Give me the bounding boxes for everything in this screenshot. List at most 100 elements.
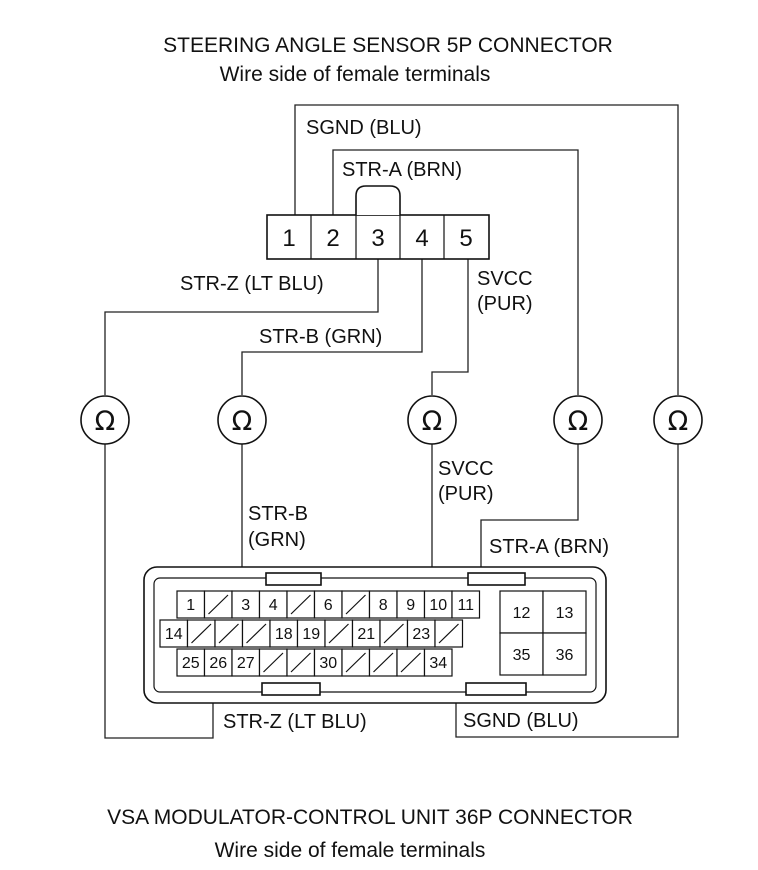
label-strb-top: STR-B (GRN) [259, 326, 382, 348]
vsa-terminal-3: 3 [241, 597, 250, 614]
vsa-empty-slot-mark [373, 652, 394, 673]
vsa-empty-slot-mark [383, 623, 404, 644]
vsa-terminal-cell [368, 590, 398, 619]
wire-stra-lower [480, 444, 579, 596]
vsa-empty-slot-mark [246, 623, 267, 644]
bottom-subtitle: Wire side of female terminals [215, 839, 486, 862]
top-title: STEERING ANGLE SENSOR 5P CONNECTOR [163, 34, 613, 57]
vsa-tab-top-left [265, 572, 322, 586]
vsa-empty-slot-mark [218, 623, 239, 644]
vsa-tab-bottom-left [261, 682, 321, 696]
label-strb-bot-2: (GRN) [248, 529, 306, 551]
ohmmeter-sgnd: Ω [653, 395, 703, 445]
label-svcc-bot-2: (PUR) [438, 483, 494, 505]
vsa-terminal-8: 8 [379, 597, 388, 614]
vsa-terminal-11: 11 [457, 597, 474, 614]
ohmmeter-stra: Ω [553, 395, 603, 445]
sensor-pin-5: 5 [459, 225, 472, 252]
vsa-terminal-27: 27 [237, 655, 255, 672]
vsa-terminal-35: 35 [513, 647, 531, 664]
vsa-terminal-23: 23 [412, 626, 430, 643]
vsa-tab-top-right [467, 572, 526, 586]
sensor-5p-connector: 1 2 3 4 5 [266, 185, 490, 260]
vsa-terminal-cell [313, 648, 343, 677]
vsa-empty-slot-mark [345, 652, 366, 673]
sensor-pin-dividers [310, 215, 445, 259]
label-strb-bot-1: STR-B [248, 503, 308, 525]
ohmmeters: Ω Ω Ω Ω Ω [80, 395, 703, 445]
vsa-terminal-10: 10 [429, 597, 447, 614]
ohm-symbol-strz: Ω [95, 406, 116, 437]
vsa-empty-slot-mark [263, 652, 284, 673]
vsa-terminal-13: 13 [556, 605, 574, 622]
vsa-terminal-cell [176, 648, 206, 677]
ohm-symbol-sgnd: Ω [668, 406, 689, 437]
vsa-terminal-cell [423, 648, 453, 677]
wire-svcc [431, 258, 469, 395]
vsa-terminal-30: 30 [319, 655, 337, 672]
vsa-terminal-6: 6 [324, 597, 333, 614]
label-sgnd-bot: SGND (BLU) [463, 710, 579, 732]
ohm-symbol-svcc: Ω [422, 406, 443, 437]
ohm-symbol-strb: Ω [232, 406, 253, 437]
vsa-terminal-cell [231, 590, 261, 619]
vsa-large-terminal-cell [542, 632, 587, 676]
ohmmeter-strb: Ω [217, 395, 267, 445]
label-svcc-bot-1: SVCC [438, 458, 494, 480]
vsa-terminal-12: 12 [513, 605, 531, 622]
vsa-large-terminal-cell [499, 632, 544, 676]
vsa-terminal-4: 4 [269, 597, 278, 614]
vsa-terminal-cell [313, 590, 343, 619]
vsa-empty-slot-mark [438, 623, 459, 644]
vsa-empty-slot-mark [290, 594, 311, 615]
wire-stra [332, 149, 579, 395]
sensor-pin-4: 4 [415, 225, 428, 252]
wire-sgnd-lower [455, 444, 679, 738]
label-stra-top: STR-A (BRN) [342, 159, 462, 181]
ohmmeter-svcc: Ω [407, 395, 457, 445]
wire-strz [104, 258, 379, 395]
vsa-terminal-cell [176, 590, 206, 619]
vsa-empty-slot-mark [345, 594, 366, 615]
vsa-empty-slot-mark [191, 623, 212, 644]
vsa-tab-bottom-right [465, 682, 527, 696]
wire-sgnd [294, 104, 679, 395]
vsa-terminal-9: 9 [406, 597, 415, 614]
label-stra-bot: STR-A (BRN) [489, 536, 609, 558]
vsa-terminal-1: 1 [186, 597, 195, 614]
vsa-terminal-cell [159, 619, 189, 648]
vsa-terminal-21: 21 [357, 626, 375, 643]
vsa-terminal-19: 19 [302, 626, 320, 643]
vsa-terminal-34: 34 [429, 655, 447, 672]
sensor-pin-3: 3 [371, 225, 384, 252]
ohm-symbol-stra: Ω [568, 406, 589, 437]
vsa-terminal-36: 36 [556, 647, 574, 664]
top-subtitle: Wire side of female terminals [220, 63, 491, 86]
vsa-empty-slot-mark [208, 594, 229, 615]
sensor-pin-1: 1 [282, 225, 295, 252]
vsa-empty-slot-mark [400, 652, 421, 673]
label-strz-top: STR-Z (LT BLU) [180, 273, 324, 295]
label-svcc-top-1: SVCC [477, 268, 533, 290]
vsa-terminal-14: 14 [165, 626, 183, 643]
label-sgnd-top: SGND (BLU) [306, 117, 422, 139]
wire-strb [241, 258, 423, 395]
ohmmeter-strz: Ω [80, 395, 130, 445]
wires [104, 104, 679, 739]
vsa-terminal-cell [423, 590, 453, 619]
vsa-terminal-25: 25 [182, 655, 200, 672]
sensor-connector-lock [355, 185, 401, 215]
vsa-inner-frame [153, 577, 597, 693]
vsa-large-terminal-cell [499, 590, 544, 634]
vsa-empty-slot-mark [290, 652, 311, 673]
label-strz-bot: STR-Z (LT BLU) [223, 711, 367, 733]
vsa-terminal-cell [451, 590, 481, 619]
sensor-pin-2: 2 [326, 225, 339, 252]
wire-strz-lower [104, 444, 214, 739]
vsa-terminal-cell [396, 590, 426, 619]
vsa-terminal-cell [406, 619, 436, 648]
vsa-terminal-26: 26 [209, 655, 227, 672]
